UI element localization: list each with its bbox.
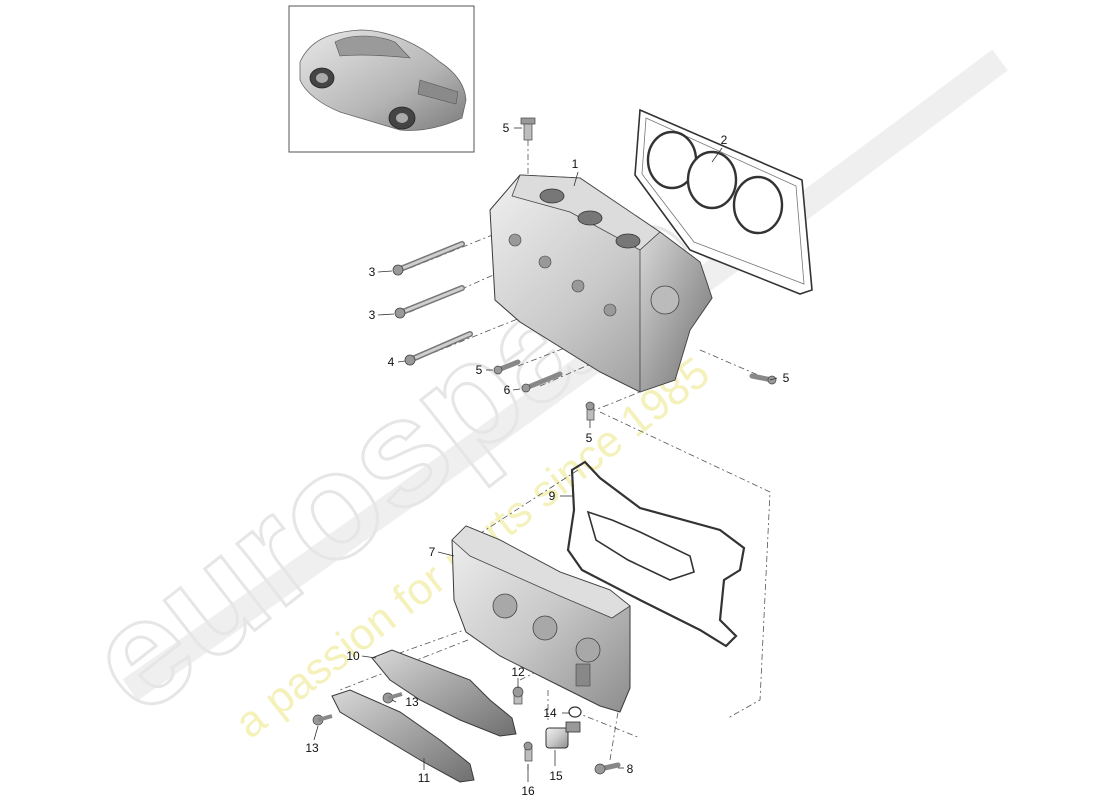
bolt-3-upper bbox=[392, 241, 465, 276]
callout-leaders bbox=[313, 127, 778, 782]
callout-1: 1 bbox=[572, 157, 579, 171]
callout-15: 15 bbox=[549, 769, 563, 783]
heat-shield-upper bbox=[371, 649, 517, 737]
vehicle-thumbnail bbox=[288, 5, 475, 153]
cylinder-head-gasket bbox=[634, 108, 813, 295]
bolt-13-right bbox=[382, 692, 403, 704]
callout-16: 16 bbox=[521, 784, 535, 798]
bolt-16 bbox=[523, 741, 533, 762]
camshaft-housing bbox=[451, 525, 631, 713]
callout-4: 4 bbox=[388, 355, 395, 369]
callout-9: 9 bbox=[549, 489, 556, 503]
bolt-3-lower bbox=[394, 285, 465, 319]
bolt-12 bbox=[512, 686, 524, 705]
callout-2: 2 bbox=[721, 133, 728, 147]
bolt-5-top bbox=[520, 117, 536, 141]
bolt-8 bbox=[594, 762, 621, 775]
callout-5-top: 5 bbox=[503, 121, 510, 135]
bolt-5-right bbox=[749, 373, 777, 385]
callout-12: 12 bbox=[511, 665, 525, 679]
callout-3-lower: 3 bbox=[369, 308, 376, 322]
car-icon bbox=[299, 29, 467, 131]
callout-13-right: 13 bbox=[405, 695, 419, 709]
callout-14: 14 bbox=[543, 706, 557, 720]
cylinder-head-bolts bbox=[392, 241, 473, 366]
callout-10: 10 bbox=[346, 649, 360, 663]
callout-labels: 1 2 3 3 4 5 5 5 5 6 7 8 9 10 11 12 13 13… bbox=[305, 121, 789, 798]
callout-8: 8 bbox=[627, 762, 634, 776]
bolt-13-left bbox=[312, 714, 333, 726]
bolt-4 bbox=[404, 331, 473, 366]
camshaft-housing-gasket bbox=[566, 460, 746, 648]
callout-11: 11 bbox=[418, 771, 431, 785]
watermark-swoosh bbox=[122, 49, 1008, 701]
callout-5-left: 5 bbox=[476, 363, 483, 377]
cylinder-head bbox=[489, 174, 713, 393]
bolt-6 bbox=[521, 371, 563, 393]
bolt-5-left bbox=[493, 359, 521, 375]
heat-shield-lower bbox=[331, 689, 475, 783]
callout-6: 6 bbox=[504, 383, 511, 397]
callout-7: 7 bbox=[429, 545, 436, 559]
sensor-body bbox=[545, 727, 569, 749]
bolt-5-bottom bbox=[585, 401, 595, 421]
callout-3-upper: 3 bbox=[369, 265, 376, 279]
camshaft-sensor bbox=[545, 706, 582, 749]
callout-13-left: 13 bbox=[305, 741, 319, 755]
callout-5-right: 5 bbox=[783, 371, 790, 385]
sensor-seal-ring bbox=[568, 706, 582, 718]
callout-5-bottom: 5 bbox=[586, 431, 593, 445]
